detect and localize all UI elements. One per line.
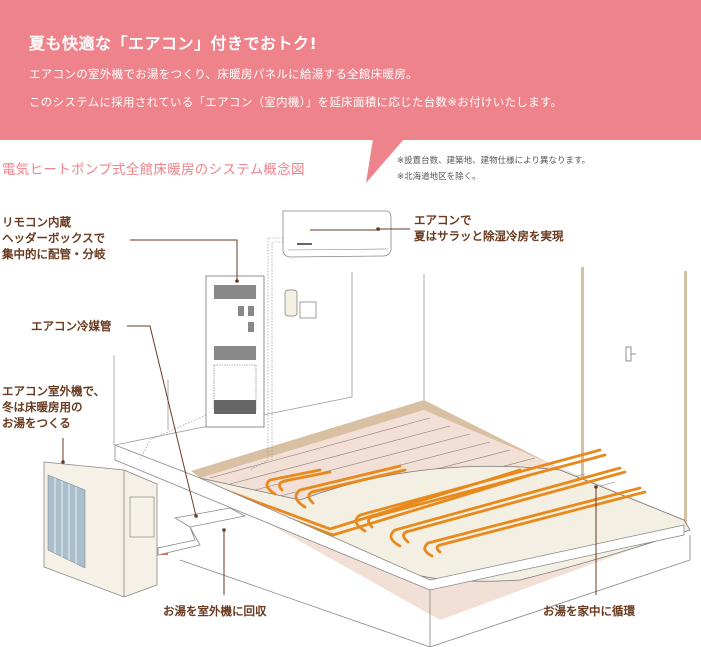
- header-box: [205, 275, 265, 428]
- callout-line: ヘッダーボックスで: [2, 231, 106, 245]
- wall-switch-icon: [299, 301, 317, 319]
- callout-circulate-water: お湯を家中に循環: [543, 604, 635, 618]
- outdoor-ac-unit: [43, 461, 168, 598]
- note-1: ※設置台数、建築地、建物仕様により異なります。: [397, 156, 591, 166]
- floor-slab: [114, 444, 691, 647]
- note-2: ※北海道地区を除く。: [397, 172, 481, 182]
- callout-line: リモコン内蔵: [2, 215, 71, 229]
- door: [581, 267, 687, 523]
- callout-line: お湯をつくる: [2, 416, 71, 430]
- banner-headline: 夏も快適な「エアコン」付きでおトク!: [29, 34, 318, 53]
- remote-control-icon: [284, 289, 298, 317]
- callout-line: 冬は床暖房用の: [2, 400, 83, 414]
- header-banner: [0, 0, 701, 140]
- diagram-title: 電気ヒートポンプ式全館床暖房のシステム概念図: [2, 162, 305, 178]
- callout-line: 夏はサラッと除湿冷房を実現: [414, 229, 564, 243]
- refrigerant-lines: [139, 237, 283, 471]
- callout-line: エアコン室外機で、: [2, 384, 106, 398]
- speech-bubble-tail: [366, 139, 404, 183]
- banner-description-line-2: このシステムに採用されている「エアコン（室内機）」を延床面積に応じた台数※お付け…: [29, 95, 563, 109]
- callout-outdoor-unit: エアコン室外機で、 冬は床暖房用の お湯をつくる: [2, 383, 105, 431]
- pipe-duct: [157, 507, 247, 556]
- callout-line: 集中的に配管・分岐: [2, 247, 106, 261]
- callout-leaders: [62, 228, 597, 595]
- callout-refrigerant-pipe: エアコン冷媒管: [31, 319, 112, 333]
- banner-description-line-1: エアコンの室外機でお湯をつくり、床暖房パネルに給湯する全館床暖房。: [29, 67, 418, 81]
- diagram-notes: ※設置台数、建築地、建物仕様により異なります。 ※北海道地区を除く。: [397, 153, 590, 185]
- callout-line: エアコンで: [414, 213, 472, 227]
- door-handle-icon: [625, 346, 632, 362]
- callout-return-water: お湯を室外機に回収: [163, 604, 267, 618]
- callout-header-box: リモコン内蔵 ヘッダーボックスで 集中的に配管・分岐: [2, 214, 106, 262]
- callout-indoor-unit: エアコンで 夏はサラッと除湿冷房を実現: [414, 212, 564, 244]
- indoor-ac-unit: [282, 210, 392, 258]
